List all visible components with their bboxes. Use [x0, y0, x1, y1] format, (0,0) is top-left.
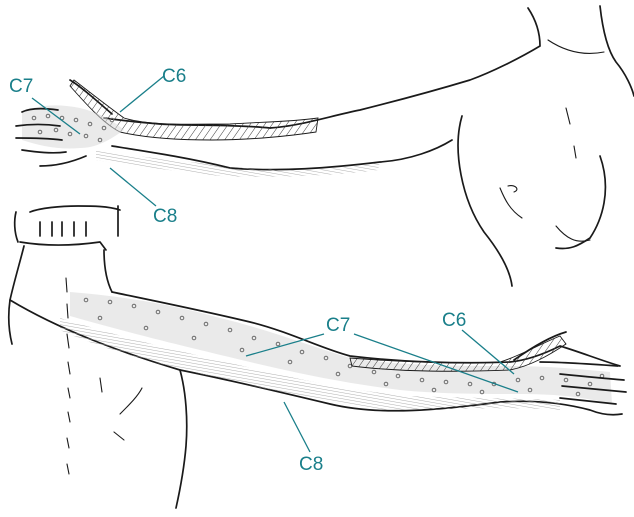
top-arm-labels: C7 C6 C8 [9, 66, 186, 227]
bottom-back-outline [9, 246, 187, 508]
bottom-c6-hatched-region [350, 336, 566, 371]
scapula-line [100, 378, 142, 440]
top-label-c6: C6 [162, 66, 186, 87]
bottom-label-c8: C8 [299, 454, 323, 475]
bottom-leader-c8 [284, 402, 310, 452]
top-label-c7: C7 [9, 76, 33, 97]
top-label-c8: C8 [153, 206, 177, 227]
top-leader-c8 [110, 168, 156, 206]
bottom-label-c6: C6 [442, 310, 466, 331]
top-c8-shaded-region [96, 150, 380, 177]
top-arm-figure [16, 6, 634, 286]
spine-marks [66, 278, 70, 474]
top-chest-lines [500, 40, 604, 241]
top-leader-c6 [120, 76, 164, 112]
bottom-neck-outline [15, 206, 120, 250]
bottom-label-c7: C7 [326, 315, 350, 336]
top-torso-outline [270, 6, 634, 286]
